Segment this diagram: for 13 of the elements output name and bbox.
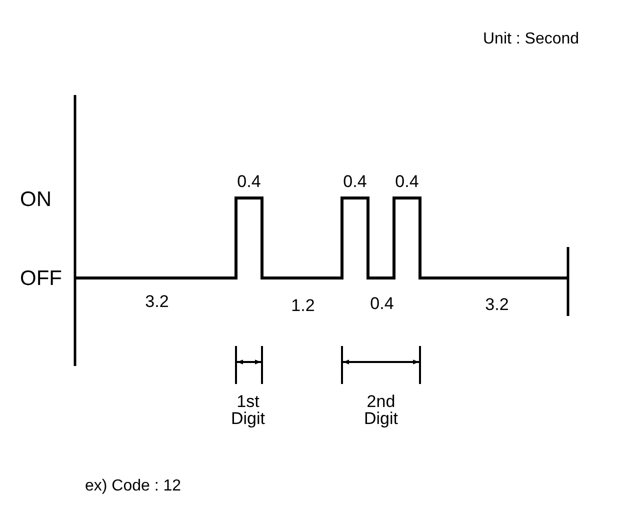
example-note: ex) Code : 12: [85, 478, 182, 496]
duration-label: 0.4: [343, 173, 367, 191]
level-label: OFF: [20, 268, 62, 290]
unit-note: Unit : Second: [483, 32, 580, 48]
duration-label: 3.2: [485, 296, 509, 314]
duration-label: 0.4: [237, 173, 261, 191]
duration-label: 3.2: [145, 293, 169, 311]
duration-label: 0.4: [395, 173, 419, 191]
digit-label: 1st Digit: [231, 393, 265, 427]
digit-label: 2nd Digit: [364, 393, 398, 427]
duration-label: 0.4: [370, 295, 394, 313]
duration-label: 1.2: [291, 297, 315, 315]
level-label: ON: [20, 188, 52, 212]
